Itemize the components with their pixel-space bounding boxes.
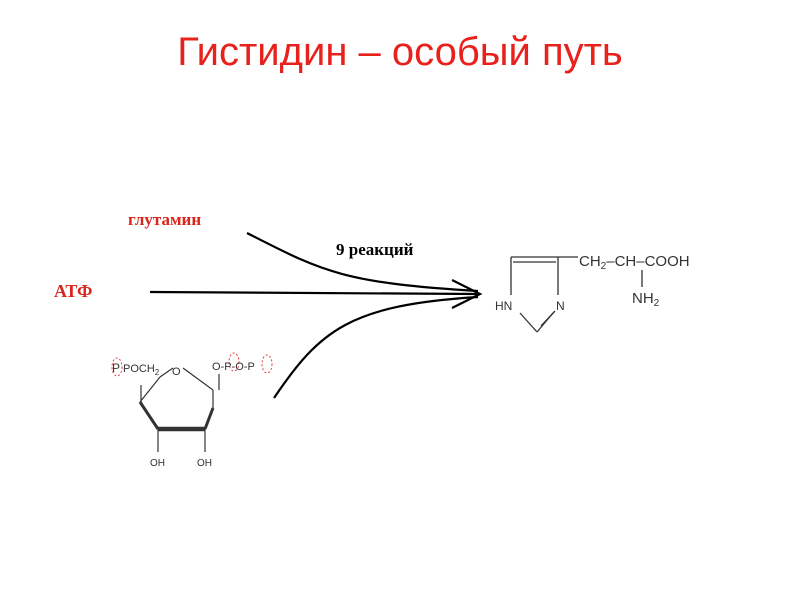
prpp-right-phosphates: O-P-O-P	[212, 361, 255, 373]
prpp-arrow	[273, 295, 479, 399]
prpp-left-p: P	[112, 361, 120, 375]
histidine-structure: HN N CH2–CH–COOH NH2	[495, 253, 690, 333]
atp-label: АТФ	[54, 281, 93, 301]
prpp-oh-left: OH	[150, 458, 165, 469]
phosphate-circles-right	[228, 352, 273, 374]
glutamine-label: глутамин	[128, 210, 202, 229]
prpp-oh-right: OH	[197, 458, 212, 469]
histidine-side-chain: CH2–CH–COOH	[579, 253, 690, 272]
glutamine-arrow	[246, 232, 479, 293]
ribose-ring	[138, 367, 220, 452]
reaction-count-label: 9 реакций	[336, 240, 414, 259]
imidazole-ring	[510, 256, 643, 333]
slide-title: Гистидин – особый путь	[177, 30, 623, 74]
converging-arrows	[149, 232, 483, 399]
arrowhead	[451, 279, 483, 309]
histidine-n: N	[556, 299, 565, 313]
histidine-nh2: NH2	[632, 290, 660, 309]
phosphate-circle-left	[111, 357, 123, 377]
prpp-ring-oxygen: O	[172, 366, 181, 378]
histidine-hn: HN	[495, 299, 512, 313]
atp-arrow	[149, 290, 479, 296]
prpp-poch2-label: POCH2	[123, 363, 160, 377]
prpp-structure: P POCH2 O O-P-O-P OH OH	[111, 352, 273, 469]
